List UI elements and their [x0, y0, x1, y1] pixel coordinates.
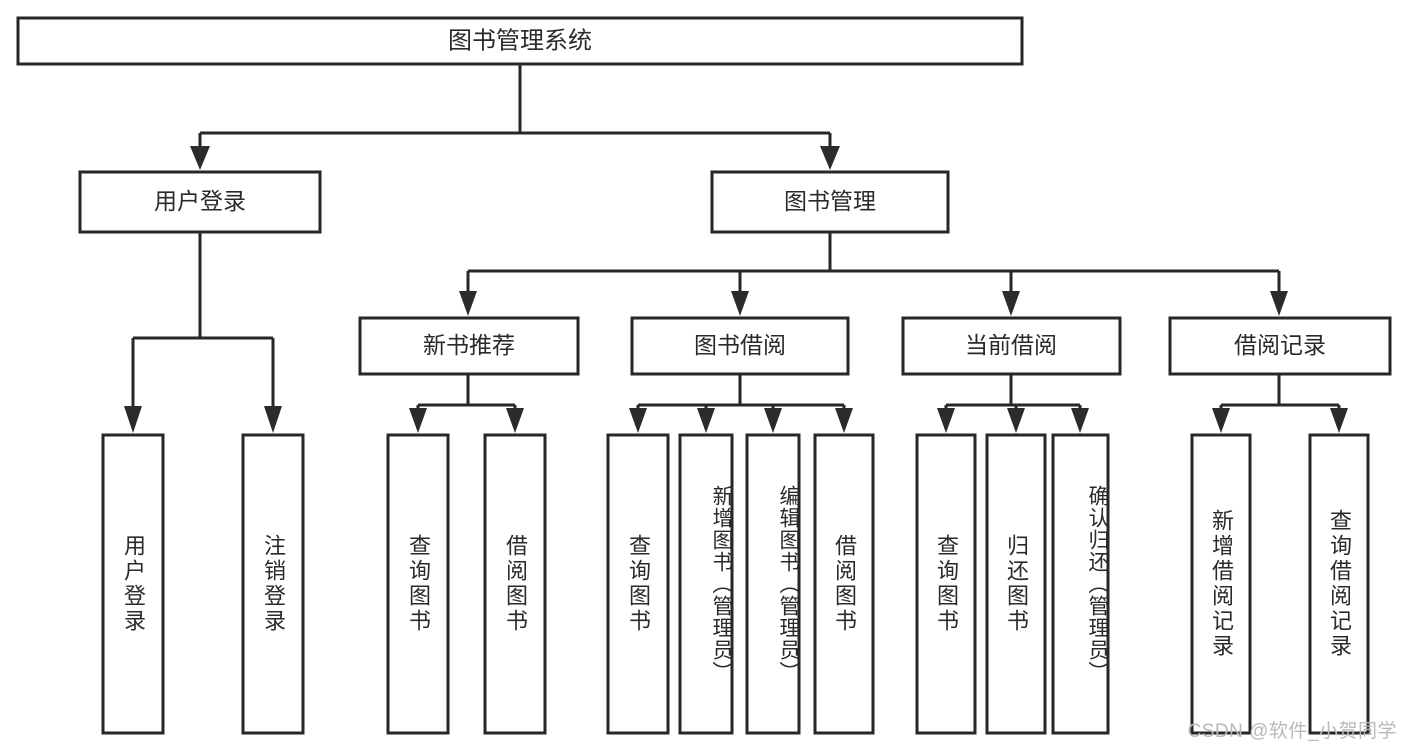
node-current-borrow-label: 当前借阅: [965, 332, 1057, 358]
node-book-management-label: 图书管理: [784, 188, 876, 214]
node-user-login-label: 用户登录: [154, 188, 246, 214]
node-leaf-add-borrow-record-rect[interactable]: [1190, 433, 1252, 735]
connector-group-new-book-recommend: [409, 374, 524, 433]
node-leaf-user-login-rect[interactable]: [101, 433, 165, 735]
arrow-head-leaf-confirm-return: [1071, 408, 1089, 433]
connector-group-borrow-record: [1212, 374, 1348, 433]
arrow-head-book-management: [820, 146, 840, 170]
arrow-head-user-login: [190, 146, 210, 170]
node-leaf-borrow-book-recommend-rect[interactable]: [483, 433, 547, 735]
arrow-head-leaf-user-login: [124, 406, 142, 433]
arrow-head-book-borrow: [731, 291, 749, 316]
node-leaf-query-borrow-record-rect[interactable]: [1308, 433, 1370, 735]
arrow-head-leaf-user-logout: [264, 406, 282, 433]
node-leaf-confirm-return-rect[interactable]: [1051, 433, 1110, 735]
connector-group-book-management: [459, 232, 1288, 316]
node-borrow-record-label: 借阅记录: [1234, 332, 1326, 358]
connector-group-user-login: [124, 232, 282, 433]
node-leaf-query-book-borrow-rect[interactable]: [606, 433, 670, 735]
node-user-login[interactable]: 用户登录: [78, 170, 322, 234]
node-root-rect[interactable]: [16, 16, 1024, 66]
node-new-book-recommend-rect[interactable]: [358, 316, 580, 376]
node-user-login-rect[interactable]: [78, 170, 322, 234]
node-borrow-record-rect[interactable]: [1168, 316, 1392, 376]
node-book-borrow-rect[interactable]: [630, 316, 850, 376]
node-leaf-borrow-book-rect[interactable]: [813, 433, 875, 735]
node-leaf-return-book-rect[interactable]: [985, 433, 1047, 735]
arrow-head-current-borrow: [1002, 291, 1020, 316]
node-current-borrow[interactable]: 当前借阅: [901, 316, 1122, 376]
watermark: CSDN @软件_小贺同学: [1187, 721, 1397, 742]
connector-group-current-borrow: [937, 374, 1089, 433]
arrow-head-leaf-return-book: [1007, 408, 1025, 433]
arrow-head-leaf-query-book-current: [937, 408, 955, 433]
node-borrow-record[interactable]: 借阅记录: [1168, 316, 1392, 376]
arrow-head-leaf-add-book: [697, 408, 715, 433]
arrow-head-leaf-query-borrow-record: [1330, 408, 1348, 433]
arrow-head-new-book-recommend: [459, 291, 477, 316]
arrow-head-borrow-record: [1270, 291, 1288, 316]
arrow-head-leaf-query-book-borrow: [629, 408, 647, 433]
arrow-head-leaf-borrow-book: [835, 408, 853, 433]
connector-group-book-borrow: [629, 374, 853, 433]
node-leaf-query-book-recommend-rect[interactable]: [386, 433, 450, 735]
connector-group-root: [190, 64, 840, 170]
node-leaf-add-book-rect[interactable]: [678, 433, 734, 735]
arrow-head-leaf-edit-book: [764, 408, 782, 433]
arrow-head-leaf-query-book-recommend: [409, 408, 427, 433]
node-root[interactable]: 图书管理系统: [16, 16, 1024, 66]
arrow-head-leaf-borrow-book-recommend: [506, 408, 524, 433]
node-book-management[interactable]: 图书管理: [710, 170, 950, 234]
node-book-borrow-label: 图书借阅: [694, 332, 786, 358]
node-root-label: 图书管理系统: [448, 27, 592, 54]
node-new-book-recommend[interactable]: 新书推荐: [358, 316, 580, 376]
node-current-borrow-rect[interactable]: [901, 316, 1122, 376]
node-book-management-rect[interactable]: [710, 170, 950, 234]
node-leaf-edit-book-rect[interactable]: [745, 433, 801, 735]
node-book-borrow[interactable]: 图书借阅: [630, 316, 850, 376]
arrow-head-leaf-add-borrow-record: [1212, 408, 1230, 433]
node-leaf-user-logout-rect[interactable]: [241, 433, 305, 735]
node-leaf-query-book-current-rect[interactable]: [915, 433, 977, 735]
node-new-book-recommend-label: 新书推荐: [423, 332, 515, 358]
